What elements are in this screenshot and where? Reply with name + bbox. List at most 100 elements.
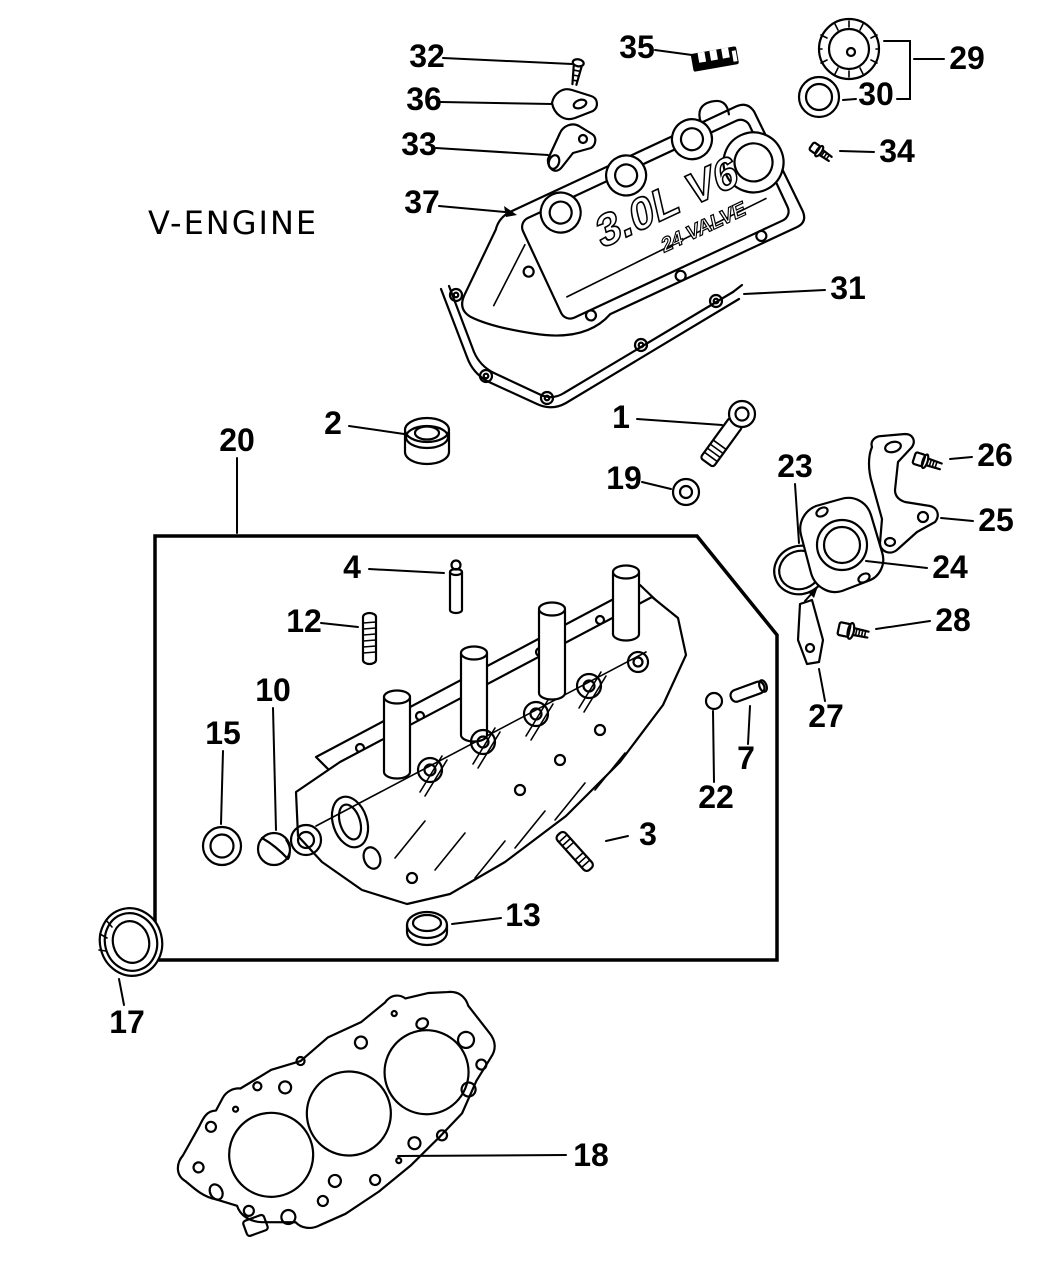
- spark-plug-tube-holes: [539, 118, 714, 234]
- dowel-pin: [729, 679, 768, 703]
- svg-text:27: 27: [808, 698, 844, 734]
- svg-text:29: 29: [949, 40, 985, 76]
- callout-10: 10: [255, 672, 291, 831]
- svg-text:7: 7: [737, 740, 755, 776]
- callout-22: 22: [698, 710, 734, 815]
- svg-text:17: 17: [109, 1004, 145, 1040]
- wiring-clip: [690, 46, 739, 72]
- svg-text:10: 10: [255, 672, 291, 708]
- callout-34: 34: [839, 133, 915, 169]
- callout-37: 37: [404, 184, 517, 220]
- callout-2: 2: [324, 405, 405, 441]
- svg-text:19: 19: [606, 460, 642, 496]
- valve-cover-gasket: [439, 283, 744, 409]
- cam-towers: [382, 564, 641, 780]
- svg-text:36: 36: [406, 81, 442, 117]
- callout-3: 3: [605, 816, 657, 852]
- bracket-bolt-lower: [836, 621, 870, 640]
- svg-text:3: 3: [639, 816, 657, 852]
- check-ball: [704, 691, 724, 711]
- valve-guide: [448, 559, 464, 615]
- callout-36: 36: [406, 81, 553, 117]
- svg-text:28: 28: [935, 602, 971, 638]
- svg-text:2: 2: [324, 405, 342, 441]
- sealing-ring: [405, 910, 449, 947]
- bracket-bolt-upper: [911, 451, 943, 471]
- callout-35: 35: [619, 29, 693, 65]
- callout-27: 27: [808, 668, 844, 734]
- svg-text:26: 26: [977, 437, 1013, 473]
- svg-text:4: 4: [343, 549, 361, 585]
- svg-text:32: 32: [409, 38, 445, 74]
- svg-text:31: 31: [830, 270, 866, 306]
- bolt-washer: [671, 477, 701, 507]
- svg-text:18: 18: [573, 1137, 609, 1173]
- callouts: 32 36 33 37 35 29 30 34: [109, 29, 1014, 1173]
- svg-text:24: 24: [932, 549, 968, 585]
- svg-text:35: 35: [619, 29, 655, 65]
- valve-cover: 3.0L V6 24 VALVE: [461, 99, 806, 337]
- svg-text:34: 34: [879, 133, 915, 169]
- callout-29: 29: [913, 40, 985, 76]
- svg-text:1: 1: [612, 399, 630, 435]
- callout-7: 7: [737, 705, 755, 776]
- callout-30: 30: [842, 76, 894, 112]
- callout-31: 31: [743, 270, 866, 306]
- oil-filler-cap: [817, 17, 881, 81]
- cylinder-bores: [228, 1029, 470, 1198]
- svg-text:15: 15: [205, 715, 241, 751]
- callout-18: 18: [397, 1137, 609, 1173]
- svg-text:20: 20: [219, 422, 255, 458]
- callout-1: 1: [612, 399, 723, 435]
- cap-o-ring: [797, 75, 841, 119]
- callout-19: 19: [606, 460, 672, 496]
- svg-text:25: 25: [978, 502, 1014, 538]
- callout-32: 32: [409, 38, 573, 74]
- camshaft-end-seal: [98, 907, 164, 977]
- head-stud: [555, 830, 594, 873]
- svg-text:12: 12: [286, 603, 322, 639]
- harness-bracket: [546, 123, 597, 172]
- cover-bolt-ears: [522, 229, 768, 322]
- hose-clamp-bracket: [550, 88, 598, 121]
- oil-filler-opening: [722, 131, 785, 194]
- cover-bolt: [808, 141, 833, 163]
- valve-spring-bores: [416, 650, 650, 784]
- front-face-ports: [289, 723, 607, 885]
- valve-stems: [419, 671, 607, 797]
- cup-plug: [256, 831, 292, 867]
- gasket-holes: [192, 1009, 488, 1237]
- cap-group-bracket: [883, 40, 911, 100]
- cylinder-head: [289, 564, 688, 906]
- face-hatching: [394, 752, 626, 879]
- callout-33: 33: [401, 126, 549, 162]
- callout-23: 23: [777, 448, 813, 544]
- cam-end-housing: [799, 496, 885, 594]
- svg-text:23: 23: [777, 448, 813, 484]
- svg-text:13: 13: [505, 897, 541, 933]
- svg-text:37: 37: [404, 184, 440, 220]
- callout-12: 12: [286, 603, 359, 639]
- page-title: V-ENGINE: [148, 204, 318, 242]
- cam-bore-seal: [201, 825, 243, 867]
- callout-15: 15: [205, 715, 241, 825]
- callout-26: 26: [949, 437, 1013, 473]
- callout-24: 24: [865, 549, 968, 585]
- cylinder-head-detail-box: [153, 534, 779, 962]
- svg-text:30: 30: [858, 76, 894, 112]
- camshaft-seal: [403, 416, 451, 466]
- callout-28: 28: [875, 602, 971, 638]
- engine-bracket: [867, 432, 939, 554]
- cap-knurl: [818, 20, 880, 78]
- svg-text:22: 22: [698, 779, 734, 815]
- svg-text:33: 33: [401, 126, 437, 162]
- callout-20: 20: [219, 422, 255, 534]
- gasket-eyelets: [448, 287, 724, 406]
- callout-17: 17: [109, 978, 145, 1040]
- cylinder-head-bolt: [700, 399, 757, 468]
- callout-13: 13: [451, 897, 541, 933]
- cover-screw: [571, 58, 585, 86]
- callout-25: 25: [940, 502, 1014, 538]
